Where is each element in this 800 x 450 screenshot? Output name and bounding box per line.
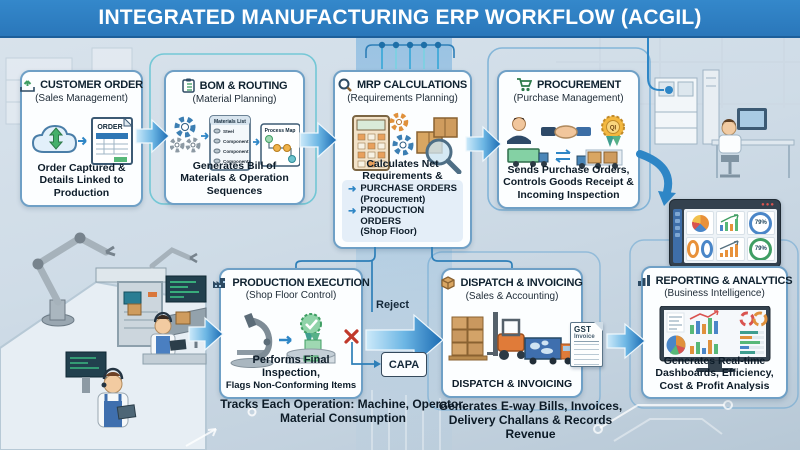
office-scene	[556, 38, 800, 178]
bar-chart-tile	[716, 211, 745, 235]
mrp-outputs-panel: ➜ PURCHASE ORDERS(Procurement) ➜ PRODUCT…	[342, 179, 463, 242]
box-dispatch-invoicing: DISPATCH & INVOICING (Sales & Accounting…	[441, 268, 583, 398]
inspection-illustration	[230, 312, 336, 368]
cloud-to-order-illustration: ORDER	[31, 116, 133, 165]
donut-charts-tile	[686, 237, 715, 261]
material-item: Component	[223, 139, 249, 144]
material-item: Steel	[223, 129, 234, 134]
bullet-arrow-icon: ➜	[348, 183, 357, 195]
invoice-label: Invoice	[574, 334, 599, 342]
dispatch-caption: DISPATCH & INVOICING	[451, 377, 573, 390]
box-bom-routing: BOM & ROUTING (Material Planning) Materi…	[164, 70, 305, 205]
gst-invoice-document: GST Invoice	[570, 322, 603, 367]
factory-scene	[0, 232, 207, 450]
box-description: Sends Purchase Orders, Controls Goods Re…	[503, 163, 634, 201]
box-mrp-calculations: MRP CALCULATIONS (Requirements Planning)	[333, 70, 472, 249]
page-title: INTEGRATED MANUFACTURING ERP WORKFLOW (A…	[98, 6, 702, 29]
material-item: Components	[223, 159, 252, 164]
growth-bars-tile	[716, 237, 745, 261]
box-reporting-analytics: REPORTING & ANALYTICS (Business Intellig…	[637, 266, 793, 399]
tablet-window-dots-icon: ●●●	[761, 202, 775, 208]
box-procurement: PROCUREMENT (Purchase Management) QI	[497, 70, 640, 209]
pie-chart-tile	[686, 211, 715, 235]
procurement-illustration: QI	[507, 115, 625, 169]
mrp-bullet: PRODUCTION ORDERS	[360, 205, 425, 227]
material-item: Component	[223, 149, 249, 154]
kpi-tablet-dashboard: ●●● 79% 79%	[669, 199, 781, 268]
capa-box: CAPA	[381, 352, 427, 377]
reject-label: Reject	[376, 299, 410, 311]
cart-icon	[516, 78, 533, 92]
package-icon	[441, 276, 456, 290]
box-description-line2: Flags Non-Conforming Items	[225, 379, 357, 391]
box-production-execution: PRODUCTION EXECUTION (Shop Floor Control…	[213, 268, 370, 399]
dispatch-illustration	[448, 312, 574, 365]
box-customer-order: CUSTOMER ORDER (Sales Management) ORDER …	[20, 70, 143, 207]
clipboard-icon	[181, 78, 195, 93]
box-description: Order Captured & Details Linked to Produ…	[37, 161, 126, 199]
order-doc-label: ORDER	[97, 124, 122, 131]
box-description: Generates Bill of Materials & Operation …	[180, 159, 289, 197]
box-description-line1: Performs Final Inspection,	[252, 354, 330, 380]
factory-icon	[212, 276, 227, 289]
download-tray-icon	[20, 78, 35, 92]
gst-label: GST	[574, 325, 592, 334]
dashboard-monitor-illustration	[659, 306, 771, 372]
box-description: Generates Real-time Dashboards, Efficien…	[655, 354, 774, 392]
tablet-sidebar	[673, 209, 682, 263]
gauge-tile-2: 79%	[746, 237, 775, 261]
mrp-illustration	[352, 112, 462, 174]
bullet-arrow-icon: ➜	[348, 206, 357, 218]
bar-chart-icon	[637, 274, 651, 287]
mrp-bullet: PURCHASE ORDERS	[360, 182, 457, 194]
gauge-value: 79%	[754, 220, 767, 226]
gauge-value: 79%	[754, 246, 767, 252]
dispatch-note: Generates E-way Bills, Invoices, Deliver…	[438, 399, 623, 441]
title-banner: INTEGRATED MANUFACTURING ERP WORKFLOW (A…	[0, 0, 800, 38]
materials-list-title: Materials List	[214, 119, 246, 125]
magnifier-icon	[338, 78, 352, 92]
process-map-title: Process Map	[264, 128, 295, 134]
mrp-bullet-sub: (Procurement)	[360, 193, 426, 205]
gauge-tile: 79%	[746, 211, 775, 235]
bom-illustration: Materials List Steel Component Component…	[169, 115, 300, 171]
quality-badge-label: QI	[610, 126, 617, 132]
mrp-bullet-sub: (Shop Floor)	[360, 226, 417, 238]
production-note: Tracks Each Operation: Machine, Operator…	[220, 397, 466, 425]
